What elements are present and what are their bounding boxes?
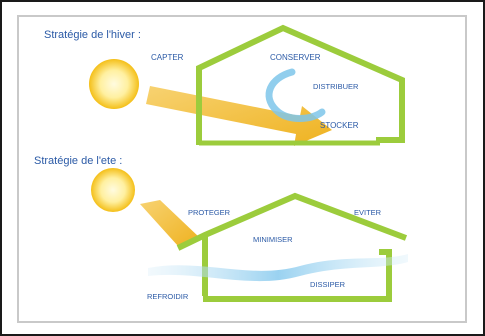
winter-house-outline xyxy=(196,24,405,145)
winter-sun-beam-arrow xyxy=(146,86,332,146)
summer-house-outline xyxy=(176,192,408,251)
summer-cooling-wind-icon xyxy=(148,254,408,282)
summer-label-eviter: EVITER xyxy=(354,208,382,217)
winter-section: Stratégie de l'hiver : CAPTER CONSERVER … xyxy=(44,24,405,146)
summer-label-proteger: PROTEGER xyxy=(188,208,231,217)
summer-section: Stratégie de l'ete : PROTEGER EVITER MIN… xyxy=(34,155,408,302)
winter-sun-icon xyxy=(89,59,139,109)
summer-label-dissiper: DISSIPER xyxy=(310,280,346,289)
winter-label-conserver: CONSERVER xyxy=(270,53,321,62)
summer-label-minimiser: MINIMISER xyxy=(253,235,293,244)
winter-label-stocker: STOCKER xyxy=(320,121,359,130)
summer-sun-beam xyxy=(140,200,200,246)
winter-label-distribuer: DISTRIBUER xyxy=(313,82,359,91)
summer-title: Stratégie de l'ete : xyxy=(34,155,122,167)
summer-house-right-wall xyxy=(379,249,392,300)
winter-heat-flow-icon xyxy=(265,68,326,122)
winter-title: Stratégie de l'hiver : xyxy=(44,29,141,41)
summer-label-refroidir: REFROIDIR xyxy=(147,292,189,301)
summer-sun-icon xyxy=(91,168,135,212)
winter-label-capter: CAPTER xyxy=(151,53,184,62)
